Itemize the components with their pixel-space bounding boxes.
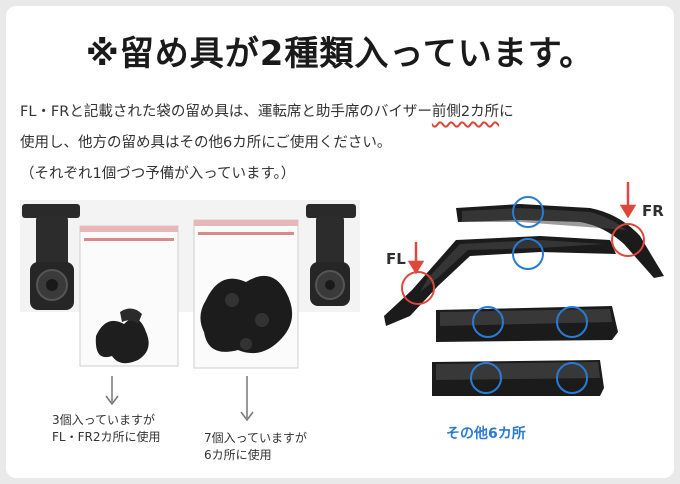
right-caption: 7個入っていますが 6カ所に使用 — [204, 430, 307, 464]
fastener-photo — [20, 200, 360, 312]
fr-arrow-icon — [619, 182, 637, 219]
description-highlight: 前側2カ所 — [431, 104, 500, 120]
right-caption-line-2: 6カ所に使用 — [204, 448, 272, 462]
description-line-1: FL・FRと記載された袋の留め具は、運転席と助手席のバイザー前側2カ所に — [20, 100, 514, 121]
other-positions-label: その他6カ所 — [446, 426, 526, 442]
caption-arrow-right — [240, 376, 254, 422]
left-caption: 3個入っていますが FL・FR2カ所に使用 — [52, 412, 160, 446]
right-caption-line-1: 7個入っていますが — [204, 431, 308, 445]
clip-right-image — [306, 204, 356, 306]
caption-arrow-left — [105, 376, 119, 406]
visor-front-left — [384, 236, 616, 326]
description-line-1-text: FL・FRと記載された袋の留め具は、運転席と助手席のバイザー — [20, 104, 432, 120]
small-bag-image — [79, 225, 179, 367]
description-line-1-end: に — [499, 104, 514, 120]
page-title: ※留め具が2種類入っています。 — [85, 34, 595, 74]
fr-label: FR — [642, 202, 664, 220]
clip-left-image — [22, 204, 80, 310]
fl-arrow-icon — [407, 242, 425, 275]
visor-front-right — [456, 204, 664, 278]
left-caption-line-2: FL・FR2カ所に使用 — [52, 430, 161, 444]
front-clip-markers — [401, 223, 645, 305]
description-line-2: 使用し、他方の留め具はその他6カ所にご使用ください。 — [20, 135, 392, 151]
clip-position-markers — [470, 196, 588, 394]
large-bag-image — [193, 219, 299, 369]
left-caption-line-1: 3個入っていますが — [52, 413, 156, 427]
fl-label: FL — [386, 250, 406, 268]
description-line-3: （それぞれ1個づつ予備が入っています。） — [20, 166, 296, 182]
visor-rear-1 — [436, 306, 618, 342]
